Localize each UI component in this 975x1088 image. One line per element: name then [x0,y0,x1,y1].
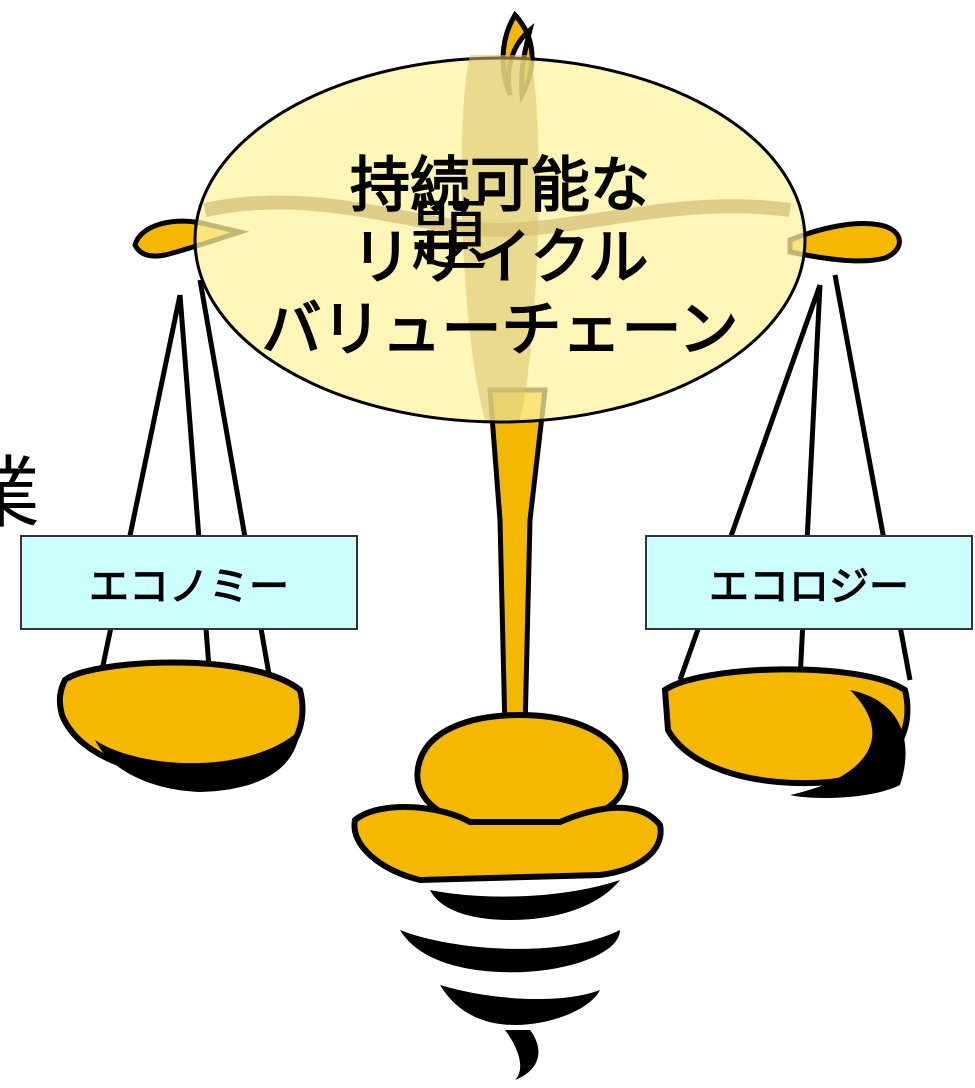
beam-right-arm [787,220,902,264]
right-pan [661,666,911,798]
title-ellipse [193,55,807,424]
left-fragment-top: 題 [410,192,489,282]
title-line-1: 持続可能な [350,151,650,221]
left-pan-label: エコノミー [20,535,358,630]
title-line-2: リサイクル [351,223,649,293]
scale-base [351,711,664,1080]
left-pan [56,659,306,792]
left-fragment-bottom: 業 [0,449,41,539]
scale-column [487,387,548,733]
right-pan-label: エコロジー [645,535,973,630]
center-title: 持続可能な リサイクル バリューチェーン [230,150,770,366]
title-line-3: バリューチェーン [261,295,739,365]
